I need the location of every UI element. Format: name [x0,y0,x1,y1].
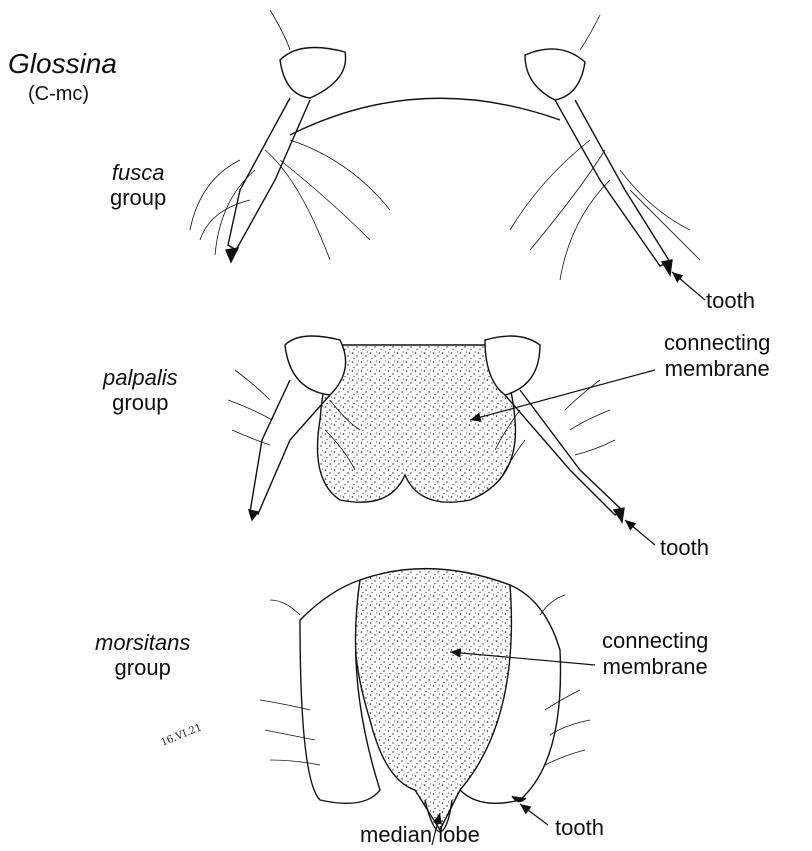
median-lobe-label: median lobe [360,822,480,848]
morsitans-tooth-arrow [520,804,548,825]
palpalis-left-lobe [285,336,346,395]
palpalis-tooth-label: tooth [660,535,709,561]
fusca-bridge [290,98,560,135]
fusca-genitalia [190,10,700,280]
palpalis-right-arm [505,390,622,515]
fusca-right-tooth [662,260,672,275]
morsitans-genitalia [260,569,590,832]
fusca-setae [190,10,700,280]
fusca-right-arm [555,100,670,266]
palpalis-genitalia [228,336,624,522]
palpalis-left-tooth [249,510,258,520]
membrane-line-1: connecting [602,628,708,654]
morsitans-tooth-label: tooth [555,815,604,841]
fusca-tooth-arrow [672,272,705,300]
fusca-left-tooth [226,248,238,262]
membrane-line-2: membrane [664,356,770,382]
palpalis-connecting-membrane [318,345,516,502]
palpalis-tooth-arrow [625,520,655,545]
fusca-tooth-label: tooth [706,288,755,314]
palpalis-membrane-label: connecting membrane [664,330,770,382]
morsitans-membrane-label: connecting membrane [602,628,708,680]
fusca-left-lobe [280,48,346,99]
membrane-line-1: connecting [664,330,770,356]
membrane-line-2: membrane [602,654,708,680]
fusca-right-lobe [525,49,585,100]
